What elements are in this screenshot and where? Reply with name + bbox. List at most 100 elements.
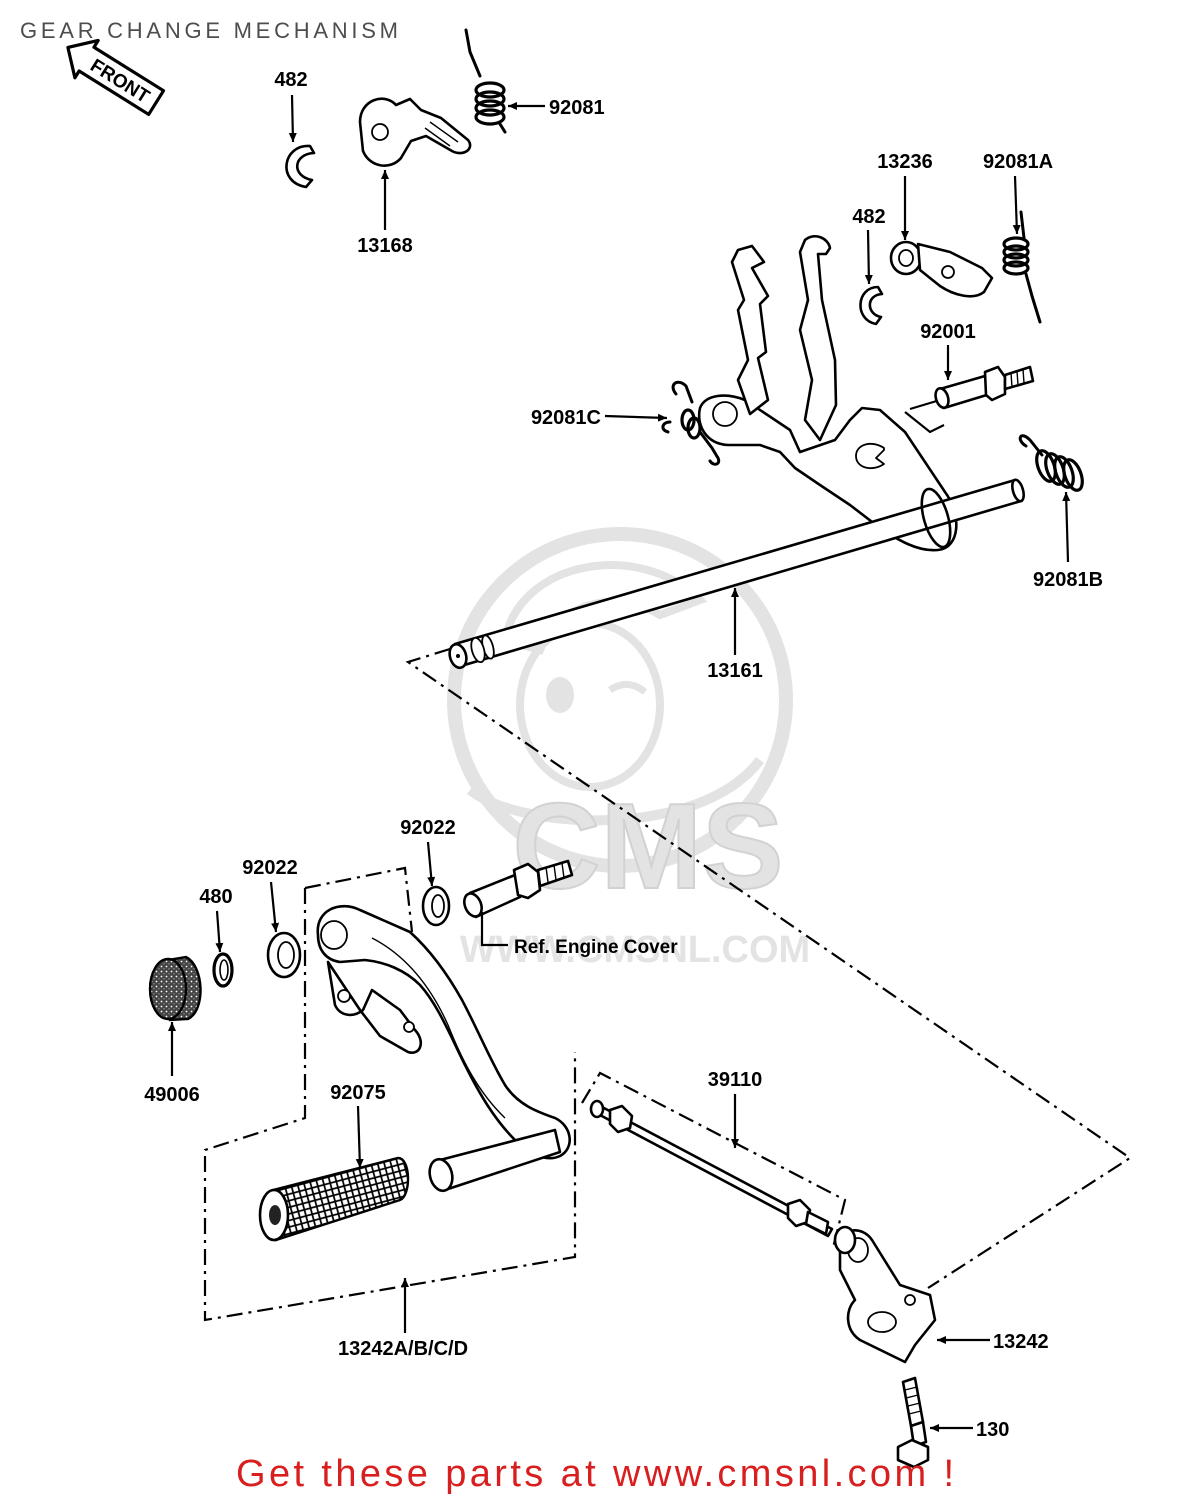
callout-92075: 92075 [330, 1082, 386, 1104]
clevis-hole [403, 1021, 415, 1033]
clevis-hole [337, 989, 351, 1003]
shaft-groove [470, 636, 486, 664]
pawl-pivot [712, 401, 738, 427]
watermark-eye [546, 677, 574, 713]
watermark-logo: CMS WWW.CMSNL.COM [447, 527, 810, 971]
part-482-clip-right [859, 285, 884, 326]
leader-92022-pedal [269, 881, 280, 933]
spring-coil [474, 108, 506, 126]
spring-tail [498, 122, 507, 134]
pedal-lever [316, 904, 571, 1160]
clamp-screw-hole [904, 1294, 916, 1306]
washer-hole [431, 894, 445, 918]
spring-coil [474, 99, 506, 117]
bolt-hex-head [983, 365, 1007, 402]
callout-92081a: 92081A [983, 151, 1053, 173]
bolt-hex-head [896, 1438, 930, 1469]
clip-shape [859, 285, 884, 326]
washer-hole [898, 249, 914, 267]
pedal-peg-shaft [438, 1128, 562, 1192]
part-13236-plate [889, 240, 994, 298]
thread-lines [545, 862, 565, 883]
part-92081a-spring [1002, 210, 1042, 324]
leader-lines [168, 94, 1071, 1432]
callout-130: 130 [976, 1419, 1009, 1441]
part-49006-cap [148, 955, 202, 1022]
watermark-collar [466, 756, 764, 826]
spring-coil [474, 90, 506, 108]
part-480-circlip [212, 952, 234, 988]
shaft-collar [920, 487, 952, 549]
rod-thread [804, 1210, 830, 1236]
spring-hook [671, 380, 694, 404]
bolt-thread [901, 1376, 925, 1428]
circlip-ring [212, 952, 234, 988]
pivot-bolt-end [463, 892, 483, 918]
page-title: GEAR CHANGE MECHANISM [20, 18, 398, 43]
callout-13242: 13242 [993, 1331, 1049, 1353]
callout-13242abcd: 13242A/B/C/D [338, 1338, 468, 1360]
thread-lines [904, 1386, 922, 1415]
callout-13236: 13236 [877, 151, 933, 173]
part-92075-pedal-rubber [258, 1156, 410, 1242]
rubber-bore [269, 1205, 281, 1225]
watermark-logo-text: CMS [512, 778, 783, 914]
pedal-pivot-hole [320, 920, 348, 950]
reference-note: Ref. Engine Cover [514, 937, 678, 958]
callout-49006: 49006 [144, 1084, 200, 1106]
cap-face [148, 957, 188, 1021]
part-92022-washer-pedal [266, 931, 302, 979]
part-13168-plate [358, 97, 472, 167]
callout-13168: 13168 [357, 235, 413, 257]
spring-coil [1002, 252, 1030, 268]
callout-92081: 92081 [549, 97, 605, 119]
bolt-bracket [904, 398, 945, 434]
pedal-lever-edge [371, 937, 506, 1119]
leader-480 [215, 910, 224, 953]
rod-ball-end [589, 1099, 605, 1119]
plate-slot-clip [855, 442, 885, 470]
leader-92022-pivot [426, 841, 436, 887]
rod-nut [608, 1104, 634, 1134]
callout-39110: 39110 [708, 1069, 763, 1091]
leader-92075 [355, 1105, 364, 1169]
plate-arm-edge [424, 121, 459, 147]
part-92081c-spring [661, 380, 721, 466]
callout-480: 480 [199, 886, 232, 908]
spring-tail [661, 420, 721, 466]
callout-482-top: 482 [274, 69, 307, 91]
part-13242-clamp [833, 1225, 937, 1364]
callout-92081c: 92081C [531, 407, 601, 429]
part-130-bolt [896, 1376, 930, 1469]
part-92081-spring [464, 28, 507, 134]
bolt-thread [1003, 365, 1035, 391]
part-92081b-spring [1018, 434, 1084, 492]
spring-hook [1018, 434, 1044, 457]
spring-coil [686, 416, 702, 440]
callout-482-right: 482 [852, 206, 885, 228]
part-13242a-shift-pedal [316, 904, 571, 1193]
leader-92081c [604, 413, 668, 422]
leader-482-right [864, 229, 873, 285]
circlip-inner [219, 959, 229, 981]
pedal-clevis [326, 960, 423, 1054]
spring-wire [1019, 210, 1026, 240]
plate-hole [941, 265, 955, 279]
clamp-bore [867, 1311, 897, 1333]
shaft-body [453, 478, 1023, 668]
shaft-left-center [456, 654, 460, 658]
clip-shape [285, 144, 316, 189]
watermark-url-text: WWW.CMSNL.COM [460, 929, 810, 971]
pivot-bolt-hex [512, 862, 542, 900]
clamp-ball [833, 1225, 857, 1255]
shift-pawl-right-arm [798, 235, 838, 442]
reference-leader [480, 912, 508, 947]
callout-92022-pedal: 92022 [242, 857, 298, 879]
part-13161-shift-shaft-assembly [448, 235, 1025, 670]
shift-pawl-left-arm [730, 244, 770, 416]
callout-92022-pivot: 92022 [400, 817, 456, 839]
part-92022-washer-pivot [421, 885, 451, 927]
callout-92081b: 92081B [1033, 569, 1103, 591]
bolt-end [934, 386, 950, 410]
